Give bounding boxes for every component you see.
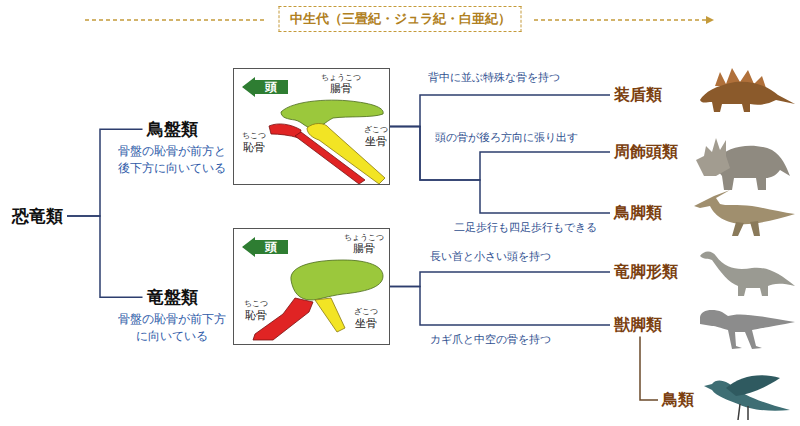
pelvis-panel: ちょうこつ腸骨ちこつ恥骨 ざこつ坐骨 頭 — [233, 68, 390, 185]
ischium-bone — [315, 298, 345, 332]
tree-branch — [390, 287, 610, 326]
bone-name: 坐骨 — [365, 135, 387, 148]
frilled-head — [696, 138, 730, 176]
archaeopteryx-figure — [704, 375, 790, 420]
bone-name: 恥骨 — [245, 309, 267, 322]
stegosaurus-figure — [700, 68, 795, 112]
ilium-bone — [281, 100, 383, 128]
ornithischian-pelvis — [233, 68, 390, 185]
era-arrowhead — [706, 16, 714, 24]
direction-label: 頭 — [242, 237, 288, 257]
clade-label: 竜盤類骨盤の恥骨が前下方に向いている — [116, 287, 228, 345]
trait-label: 二足歩行も四足歩行もできる — [452, 221, 599, 235]
pelvis-panel-ground — [233, 68, 390, 185]
bone-reading: ざこつ — [364, 125, 388, 135]
taxon-text: 装盾類 — [614, 85, 662, 104]
bone-name: 腸骨 — [353, 242, 375, 255]
saurischian-pelvis — [233, 228, 390, 345]
tyrannosaurus-figure — [700, 310, 795, 349]
trait-label: 頭の骨が後ろ方向に張り出す — [433, 131, 580, 145]
clade-name: 竜盤類 — [147, 287, 198, 307]
tree-branch — [390, 127, 610, 181]
tree-branch — [390, 127, 610, 214]
tree-branch — [390, 95, 610, 127]
tree-branch — [390, 272, 610, 287]
bone-name: 恥骨 — [243, 141, 265, 154]
stegosaurus-body — [700, 82, 795, 112]
taxon-name: 鳥脚類 — [614, 203, 662, 222]
arrow-outline — [242, 237, 288, 257]
taxon-text: 鳥類 — [662, 390, 694, 409]
parasaurolophus-figure — [694, 190, 795, 236]
head-direction-arrow: 頭 — [242, 237, 288, 257]
clade-description: 骨盤の恥骨が前方と後下方に向いている — [116, 143, 228, 176]
taxon-name: 竜脚形類 — [614, 262, 678, 281]
clade-label: 鳥盤類骨盤の恥骨が前方と後下方に向いている — [116, 119, 228, 177]
legs — [732, 221, 760, 236]
era-dashed-line — [85, 19, 266, 21]
arrow-outline — [242, 77, 288, 97]
taxon-name: 獣脚類 — [614, 315, 662, 334]
bird-wing — [726, 375, 780, 396]
bone-reading: ちこつ — [244, 299, 268, 309]
tree-branch — [67, 216, 143, 297]
sauropod-figure — [700, 252, 795, 297]
pelvis-panel-ground — [233, 228, 390, 345]
trait-label: カギ爪と中空の骨を持つ — [428, 333, 553, 347]
taxon-name: 鳥類 — [662, 390, 694, 409]
direction-label: 頭 — [242, 77, 288, 97]
root-taxon: 恐竜類 — [12, 206, 63, 226]
trait-label: 背中に並ぶ特殊な骨を持つ — [426, 71, 562, 85]
clade-name: 鳥盤類 — [147, 119, 198, 139]
taxon-text: 竜脚形類 — [614, 262, 678, 281]
trait-label: 長い首と小さい頭を持つ — [428, 250, 553, 264]
era-heading: 中生代（三畳紀・ジュラ紀・白亜紀） — [279, 6, 522, 32]
bone-name: 坐骨 — [355, 317, 377, 330]
bone-reading: ちょうこつ — [321, 73, 361, 83]
bird-legs — [738, 404, 748, 420]
taxon-text: 獣脚類 — [614, 315, 662, 334]
styracosaurus-figure — [696, 138, 790, 190]
clade-description: 骨盤の恥骨が前下方に向いている — [116, 311, 228, 344]
ilium-bone — [291, 260, 383, 300]
tree-branch — [640, 337, 658, 400]
taxon-text: 恐竜類 — [12, 206, 63, 226]
bone-name: 腸骨 — [330, 82, 352, 95]
taxon-text: 周飾頭類 — [614, 142, 678, 161]
pelvis-panel: ちょうこつ腸骨ちこつ恥骨 ざこつ坐骨 頭 — [233, 228, 390, 345]
era-dashed-line — [534, 19, 706, 21]
parasaurolophus-body — [694, 190, 795, 224]
taxon-name: 装盾類 — [614, 85, 662, 104]
bone-reading: ちこつ — [242, 131, 266, 141]
bone-reading: ざこつ — [354, 307, 378, 317]
sauropod-body — [700, 252, 795, 297]
tyrannosaurus-body — [700, 310, 795, 349]
taxon-name: 周飾頭類 — [614, 142, 678, 161]
bone-reading: ちょうこつ — [344, 233, 384, 243]
head-direction-arrow: 頭 — [242, 77, 288, 97]
taxon-text: 鳥脚類 — [614, 203, 662, 222]
